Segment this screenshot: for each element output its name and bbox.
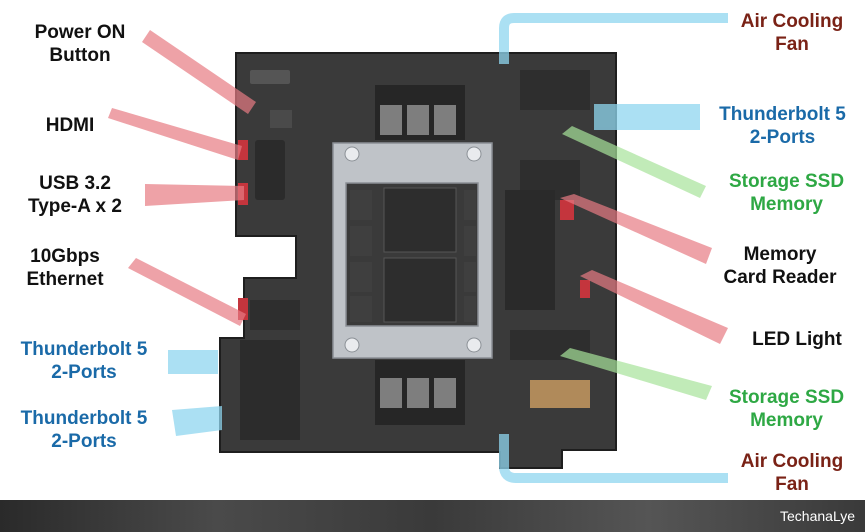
label-thunderbolt-left-2: Thunderbolt 5 2-Ports [20, 408, 148, 452]
pointer-ssd-bottom [560, 348, 712, 400]
ssd-connector-pad [530, 380, 590, 408]
pointer-fan-top [499, 13, 728, 64]
label-fan-bottom: Air Cooling Fan [740, 451, 844, 495]
pointer-fan-bottom [499, 434, 728, 483]
label-ssd-bottom: Storage SSD Memory [728, 387, 845, 431]
pointers-red [108, 30, 728, 344]
footer-bar: TechanaLye [0, 500, 865, 532]
heatsink-screws [344, 146, 482, 353]
vrm-bottom [375, 360, 465, 425]
label-fan-top: Air Cooling Fan [740, 11, 844, 55]
label-led-light: LED Light [752, 329, 842, 350]
pointer-ethernet [128, 258, 246, 326]
soc-and-memory [350, 187, 476, 323]
label-hdmi: HDMI [45, 115, 95, 136]
label-thunderbolt-left-1: Thunderbolt 5 2-Ports [20, 339, 148, 383]
label-usb: USB 3.2 Type-A x 2 [28, 173, 122, 217]
pointer-usb [145, 184, 244, 206]
pointer-tb-left-1 [168, 350, 218, 374]
pointer-tb-left-2 [172, 406, 222, 436]
pointer-ssd-top [562, 126, 706, 198]
label-power-on-button: Power ON Button [34, 22, 126, 66]
pointers-green [560, 126, 712, 400]
pointer-power [142, 30, 256, 114]
pointer-card-reader [560, 194, 712, 264]
label-ethernet: 10Gbps Ethernet [26, 246, 104, 290]
heatsink-frame [332, 142, 493, 359]
label-ssd-top: Storage SSD Memory [728, 171, 845, 215]
vrm-top [375, 85, 465, 140]
board-components [240, 70, 590, 440]
pointer-tb-right [594, 104, 700, 130]
label-card-reader: Memory Card Reader [723, 244, 837, 288]
brand-watermark: TechanaLye [780, 508, 855, 524]
pointers-blue [168, 13, 728, 483]
label-thunderbolt-right: Thunderbolt 5 2-Ports [719, 104, 846, 148]
pointer-hdmi [108, 108, 242, 160]
pointer-led [580, 270, 728, 344]
